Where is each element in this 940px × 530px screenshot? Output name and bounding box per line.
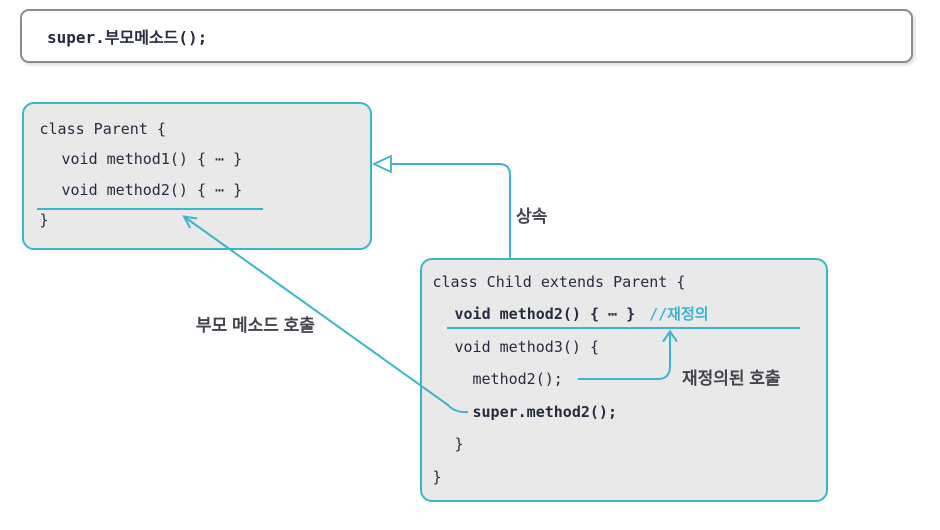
code-line: class Parent { (39, 119, 166, 138)
code-line-method2: void method2() { ⋯ } (61, 180, 243, 199)
inheritance-arrow (371, 154, 511, 259)
top-code-box: super.부모메소드(); (20, 9, 913, 63)
code-line: } (432, 467, 442, 486)
code-line: void method1() { ⋯ } (61, 150, 243, 168)
code-line: void method3() { (454, 337, 600, 356)
parent-class-box: class Parent { void method1() { ⋯ } void… (22, 102, 372, 250)
code-line-method2-override: void method2() { ⋯ }//재정의 (454, 305, 709, 323)
inheritance-label: 상속 (516, 207, 548, 226)
override-comment: //재정의 (649, 305, 709, 323)
code-line-method2-call: method2(); (472, 370, 563, 388)
super-call-syntax: super.부모메소드(); (47, 28, 208, 47)
parent-call-label: 부모 메소드 호출 (196, 316, 315, 335)
inheritance-arrowhead-icon (371, 154, 392, 174)
code-line: class Child extends Parent { (432, 272, 686, 291)
code-line: } (454, 435, 464, 453)
code-line: } (39, 211, 49, 229)
overridden-call-label: 재정의된 호출 (682, 369, 781, 388)
code-line-super-call: super.method2(); (472, 402, 618, 421)
